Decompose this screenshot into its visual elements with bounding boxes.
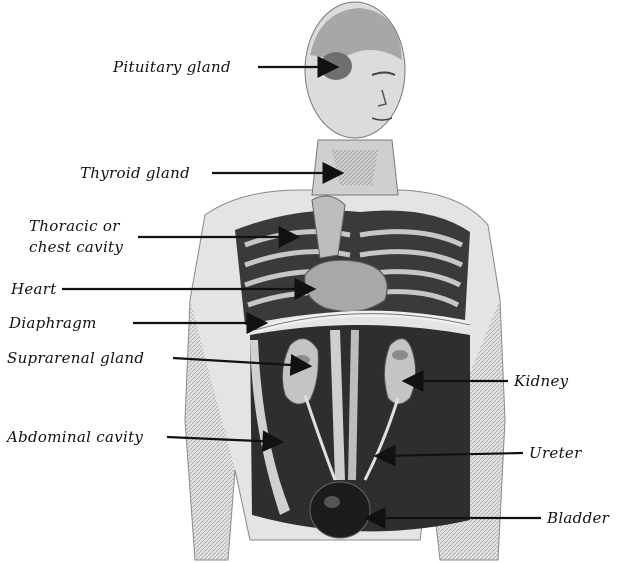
label-kidney: Kidney	[514, 372, 568, 390]
bladder	[310, 482, 370, 538]
label-thoracic-line2: chest cavity	[29, 238, 123, 256]
label-suprarenal-gland: Suprarenal gland	[7, 349, 144, 367]
label-diaphragm: Diaphragm	[9, 314, 97, 332]
label-pituitary-gland: Pituitary gland	[113, 58, 231, 76]
label-heart: Heart	[11, 280, 57, 298]
label-thyroid-gland: Thyroid gland	[80, 164, 190, 182]
neck	[312, 140, 398, 195]
head	[305, 2, 405, 138]
label-ureter: Ureter	[529, 444, 582, 462]
label-thoracic-line1: Thoracic or	[29, 217, 120, 235]
label-bladder: Bladder	[547, 509, 609, 527]
label-abdominal-cavity: Abdominal cavity	[7, 428, 143, 446]
